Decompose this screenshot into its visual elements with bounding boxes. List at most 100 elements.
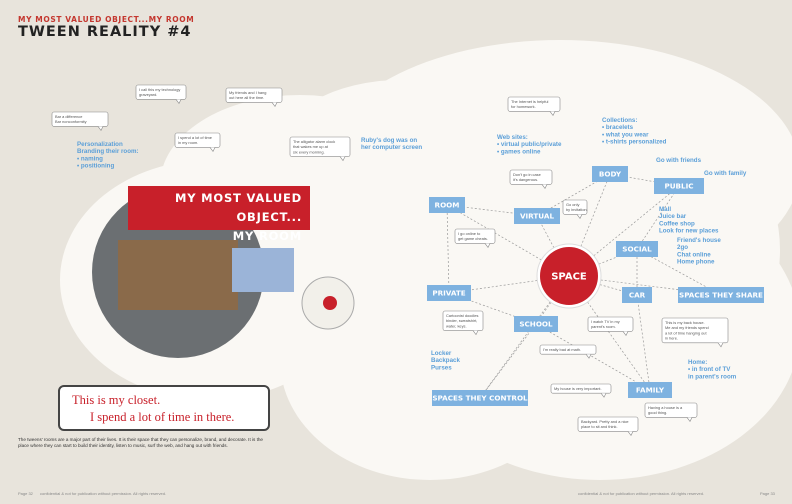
note-line: I go online to bbox=[458, 231, 480, 236]
node-label: SCHOOL bbox=[519, 320, 553, 329]
topic-label-line: • t-shirts personalized bbox=[602, 139, 667, 146]
topic-label-line: Coffee shop bbox=[659, 220, 695, 227]
topic-label-line: Purses bbox=[431, 364, 452, 371]
note-box bbox=[509, 169, 553, 185]
footer-page-left: Page 32 bbox=[18, 491, 33, 496]
note-line: six every morning. bbox=[293, 149, 325, 154]
note-line: in here. bbox=[665, 336, 678, 341]
note-tail bbox=[627, 431, 634, 436]
topic-label-line: • naming bbox=[77, 155, 103, 162]
note-box bbox=[577, 416, 639, 432]
note-line: a lot of time hanging out bbox=[665, 330, 707, 335]
photo-ball-face bbox=[323, 296, 337, 310]
note-box bbox=[539, 344, 597, 355]
node-label: FAMILY bbox=[636, 386, 665, 395]
topic-label-line: Branding their room: bbox=[77, 148, 139, 155]
topic-label-line: Juice bar bbox=[659, 213, 687, 220]
note-box bbox=[51, 111, 109, 127]
node-label: CAR bbox=[629, 291, 646, 300]
node-social: SOCIAL bbox=[616, 241, 658, 257]
note-tail bbox=[97, 126, 104, 131]
note-bubble: I'm really bad at math. bbox=[539, 344, 597, 359]
node-label: ROOM bbox=[435, 201, 460, 210]
note-line: I'm really bad at math. bbox=[543, 347, 581, 352]
note-tail bbox=[576, 214, 583, 219]
note-line: binder, sweatshirt, bbox=[446, 318, 477, 323]
note-bubble: This is my back house.Me and my friends … bbox=[661, 317, 729, 348]
note-box bbox=[562, 199, 588, 215]
topic-label-line: Chat online bbox=[677, 251, 711, 258]
node-family: FAMILY bbox=[628, 382, 672, 398]
note-box bbox=[225, 87, 283, 103]
note-tail bbox=[209, 147, 216, 152]
note-line: Backyard. Pretty and a nice bbox=[581, 419, 629, 424]
node-spaces_share: SPACES THEY SHARE bbox=[678, 287, 764, 303]
quote-bubble: This is my closet. I spend a lot of time… bbox=[58, 385, 270, 431]
node-spaces_control: SPACES THEY CONTROL bbox=[432, 390, 528, 406]
note-line: parent's room. bbox=[591, 324, 616, 329]
node-room: ROOM bbox=[429, 197, 465, 213]
quote-line-1: This is my closet. bbox=[72, 393, 161, 407]
edge-space-room bbox=[446, 204, 570, 277]
note-tail bbox=[585, 354, 592, 359]
node-box bbox=[514, 316, 558, 332]
topic-label-line: • in front of TV bbox=[688, 366, 731, 373]
note-tail bbox=[686, 417, 693, 422]
node-box bbox=[427, 285, 471, 301]
node-virtual: VIRTUAL bbox=[514, 208, 560, 224]
note-bubble: My house is very important. bbox=[550, 383, 612, 398]
node-label: SPACES THEY CONTROL bbox=[432, 394, 528, 403]
note-line: Go only bbox=[566, 202, 579, 207]
note-box bbox=[587, 316, 634, 332]
note-line: My friends and I hang bbox=[229, 90, 266, 95]
topic-label-line: Ruby's dog was on bbox=[361, 137, 417, 144]
note-line: Me and my friends spend bbox=[665, 325, 709, 330]
space-circle bbox=[540, 247, 598, 305]
note-line: Cartoonist doodles bbox=[446, 313, 478, 318]
note-tail bbox=[339, 156, 346, 162]
node-label: SOCIAL bbox=[622, 245, 652, 254]
edge-school-family bbox=[535, 323, 651, 391]
note-tail bbox=[600, 393, 607, 398]
note-line: by invitation. bbox=[566, 207, 588, 212]
note-line: get game cheats. bbox=[458, 236, 488, 241]
edge-room-virtual bbox=[446, 204, 538, 217]
note-line: Bar a difference bbox=[55, 114, 82, 119]
node-box bbox=[429, 197, 465, 213]
node-box bbox=[514, 208, 560, 224]
topic-label-line: Home phone bbox=[677, 259, 715, 266]
note-line: it's dangerous. bbox=[513, 177, 538, 182]
topic-label-line: 2go bbox=[677, 244, 688, 251]
footer-note-left: confidential & not for publication witho… bbox=[40, 491, 167, 496]
note-box bbox=[442, 310, 484, 331]
topic-label-line: Mall bbox=[659, 206, 671, 213]
topic-label-line: Home: bbox=[688, 359, 707, 366]
note-line: This is my back house. bbox=[665, 320, 705, 325]
topic-label-line: Personalization bbox=[77, 141, 123, 148]
node-label: PUBLIC bbox=[664, 182, 693, 191]
space-label: SPACE bbox=[551, 272, 587, 283]
node-car: CAR bbox=[622, 287, 652, 303]
note-line: for homework. bbox=[511, 104, 536, 109]
topic-label-line: Collections: bbox=[602, 117, 637, 124]
note-box bbox=[507, 96, 561, 112]
note-box bbox=[661, 317, 729, 344]
note-tail bbox=[541, 184, 548, 189]
node-school: SCHOOL bbox=[514, 316, 558, 332]
note-box bbox=[289, 136, 351, 157]
edge-room-private bbox=[446, 204, 450, 294]
topic-label-line: • what you wear bbox=[602, 131, 649, 138]
banner-line-2: MY ROOM bbox=[232, 229, 302, 243]
edge-space-family bbox=[568, 275, 651, 391]
topic-label-line: her computer screen bbox=[361, 144, 422, 151]
node-box bbox=[654, 178, 704, 194]
banner-line-1: MY MOST VALUED OBJECT... bbox=[174, 191, 302, 224]
note-line: My house is very important. bbox=[554, 386, 602, 391]
